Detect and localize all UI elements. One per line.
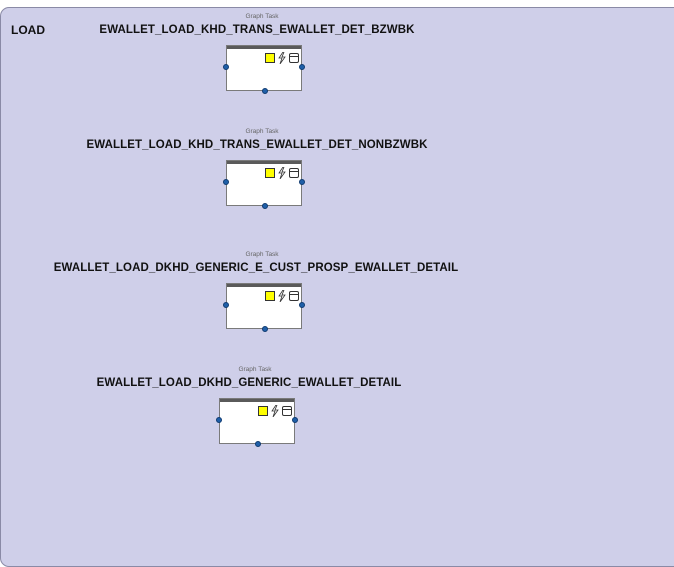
- bottom-port[interactable]: [255, 441, 261, 447]
- bottom-port[interactable]: [262, 203, 268, 209]
- task-header-bar: [227, 46, 301, 49]
- task-title: EWALLET_LOAD_DKHD_GENERIC_EWALLET_DETAIL: [96, 377, 402, 389]
- swimlane-load[interactable]: [0, 7, 674, 567]
- graph-task-node[interactable]: [223, 160, 305, 209]
- input-port[interactable]: [223, 179, 229, 185]
- graph-task-node[interactable]: [216, 398, 298, 447]
- output-port[interactable]: [292, 417, 298, 423]
- bottom-port[interactable]: [262, 326, 268, 332]
- swimlane-label: LOAD: [11, 23, 45, 37]
- task-header-bar: [220, 399, 294, 402]
- window-icon: [289, 168, 299, 178]
- status-square-icon: [265, 291, 275, 301]
- input-port[interactable]: [223, 302, 229, 308]
- task-header-bar: [227, 284, 301, 287]
- task-type-label: Graph Task: [245, 251, 279, 258]
- lightning-icon: [278, 290, 286, 302]
- lightning-icon: [278, 52, 286, 64]
- input-port[interactable]: [223, 64, 229, 70]
- input-port[interactable]: [216, 417, 222, 423]
- task-type-label: Graph Task: [245, 13, 279, 20]
- task-type-label: Graph Task: [238, 366, 272, 373]
- lightning-icon: [271, 405, 279, 417]
- window-icon: [289, 53, 299, 63]
- status-square-icon: [265, 53, 275, 63]
- output-port[interactable]: [299, 302, 305, 308]
- task-title: EWALLET_LOAD_KHD_TRANS_EWALLET_DET_BZWBK: [99, 24, 415, 36]
- bottom-port[interactable]: [262, 88, 268, 94]
- task-header-bar: [227, 161, 301, 164]
- status-square-icon: [258, 406, 268, 416]
- status-square-icon: [265, 168, 275, 178]
- window-icon: [289, 291, 299, 301]
- task-title: EWALLET_LOAD_DKHD_GENERIC_E_CUST_PROSP_E…: [53, 262, 459, 274]
- lightning-icon: [278, 167, 286, 179]
- output-port[interactable]: [299, 179, 305, 185]
- graph-task-node[interactable]: [223, 45, 305, 94]
- task-type-label: Graph Task: [245, 128, 279, 135]
- output-port[interactable]: [299, 64, 305, 70]
- graph-task-node[interactable]: [223, 283, 305, 332]
- window-icon: [282, 406, 292, 416]
- task-title: EWALLET_LOAD_KHD_TRANS_EWALLET_DET_NONBZ…: [86, 139, 428, 151]
